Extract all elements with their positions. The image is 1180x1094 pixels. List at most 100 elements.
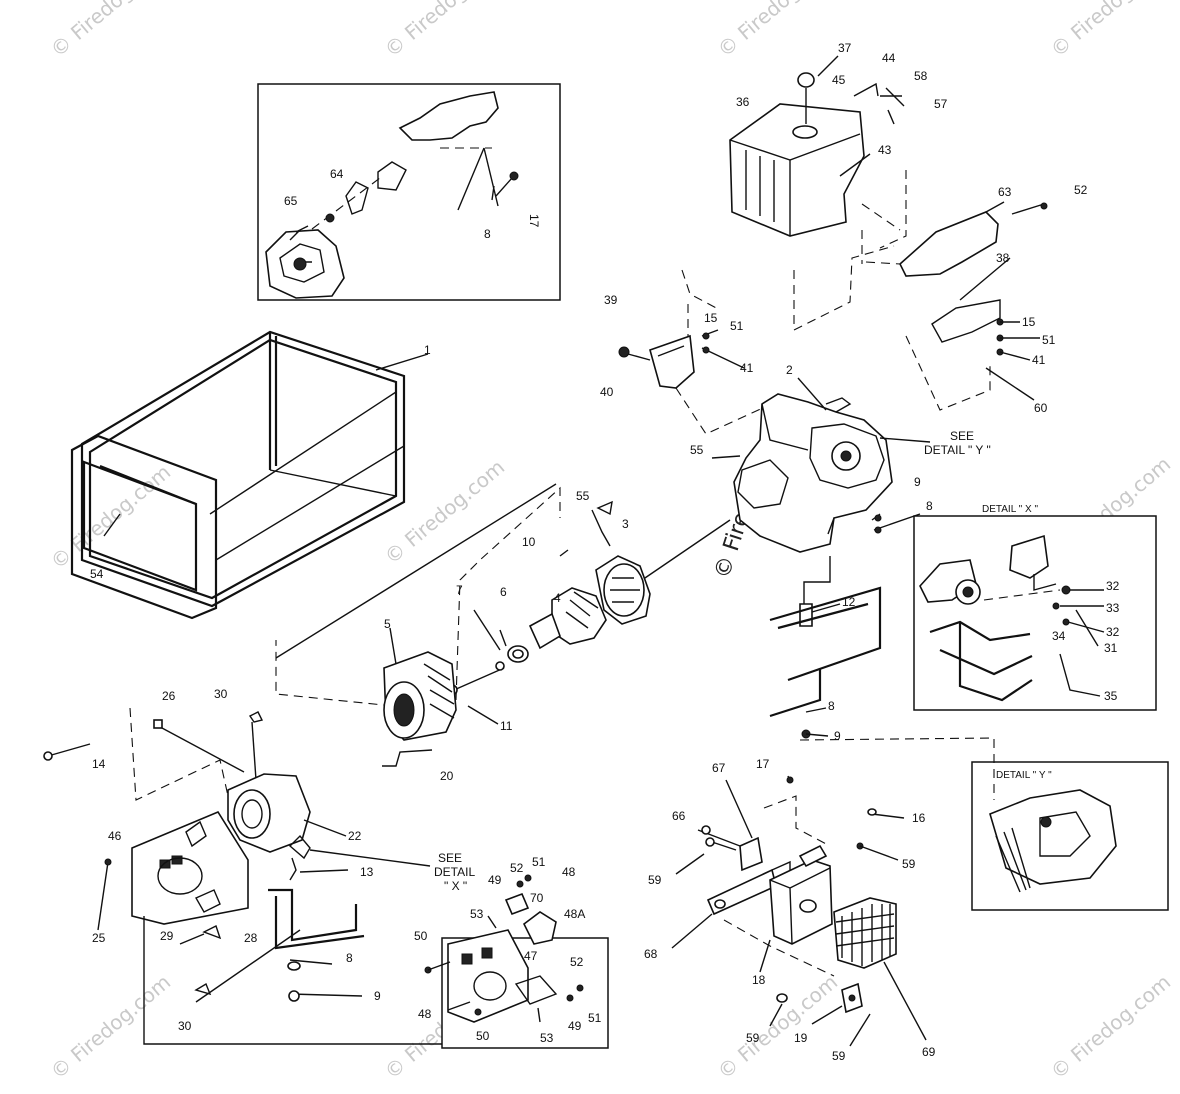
watermark: © Firedog.com — [1046, 0, 1175, 62]
callout-51: 51 — [532, 855, 546, 869]
inset-detail-y: DETAIL " Y " — [971, 761, 1169, 911]
callout-7: 7 — [456, 583, 463, 597]
callout-67: 67 — [712, 761, 726, 775]
callout-8: 8 — [484, 227, 491, 241]
callout-4: 4 — [554, 591, 561, 605]
inset-fuel-bracket: 64 65 8 17 — [257, 83, 561, 301]
callout-5: 5 — [384, 617, 391, 631]
callout-62: 52 — [1074, 183, 1088, 197]
callout-59: 59 — [746, 1031, 760, 1045]
callout-52: 52 — [570, 955, 584, 969]
watermark: © Firedog.com — [713, 970, 842, 1084]
callout-9: 9 — [914, 475, 921, 489]
callout-1: 1 — [424, 343, 431, 357]
callout-26: 26 — [162, 689, 176, 703]
callout-59: 59 — [832, 1049, 846, 1063]
callout-57: 57 — [934, 97, 948, 111]
callout-41: 41 — [1032, 353, 1046, 367]
callout-53: 53 — [470, 907, 484, 921]
callout-9: 9 — [374, 989, 381, 1003]
callout-30: 30 — [214, 687, 228, 701]
callout-69: 69 — [922, 1045, 936, 1059]
callout-25: 25 — [92, 931, 106, 945]
callout-19: 19 — [794, 1031, 808, 1045]
callout-31: 31 — [1104, 641, 1118, 655]
tank-bracket-right: 63 52 38 15 51 41 60 — [793, 183, 1088, 415]
callout-39: 39 — [604, 293, 618, 307]
callout-59: 59 — [648, 873, 662, 887]
callout-40: 40 — [600, 385, 614, 399]
callout-48: 48 — [418, 1007, 432, 1021]
callout-47: 47 — [524, 949, 538, 963]
watermark: © Firedog.com — [713, 0, 842, 62]
callout-48a: 48A — [564, 907, 585, 921]
frame-assembly: 1 54 — [70, 330, 431, 620]
callout-22: 22 — [348, 829, 362, 843]
inset-detail-x: DETAIL " X " 32 33 32 31 34 35 — [913, 504, 1157, 711]
callout-10: 10 — [522, 535, 536, 549]
callout-9: 9 — [834, 729, 841, 743]
callout-35: 35 — [1104, 689, 1118, 703]
watermark: © Firedog.com — [46, 0, 175, 62]
callout-32: 32 — [1106, 579, 1120, 593]
callout-51: 51 — [1042, 333, 1056, 347]
end-bell-panel: 14 26 30 22 SEE DETAIL " X " 13 8 9 — [43, 687, 600, 1045]
callout-34: 34 — [1052, 629, 1066, 643]
callout-6: 6 — [500, 585, 507, 599]
callout-52: 52 — [510, 861, 524, 875]
callout-49: 49 — [568, 1019, 582, 1033]
callout-14: 14 — [92, 757, 106, 771]
callout-44: 44 — [882, 51, 896, 65]
engine-mount: 12 8 9 — [769, 556, 882, 743]
watermark: © Firedog.com — [46, 460, 175, 574]
callout-63: 63 — [998, 185, 1012, 199]
detail-x-title: DETAIL " X " — [982, 504, 1038, 515]
see-detail-y-line1: SEE — [950, 429, 974, 443]
see-detail-x-line1: SEE — [438, 851, 462, 865]
callout-46: 46 — [108, 829, 122, 843]
callout-55: 55 — [576, 489, 590, 503]
callout-41: 41 — [740, 361, 754, 375]
callout-65: 65 — [284, 194, 298, 208]
watermark: © Firedog.com — [1046, 970, 1175, 1084]
callout-43: 43 — [878, 143, 892, 157]
callout-48: 48 — [562, 865, 576, 879]
callout-17: 17 — [756, 757, 770, 771]
rotor-stator: 5 20 — [382, 617, 457, 783]
callout-55: 55 — [690, 443, 704, 457]
callout-45: 45 — [832, 73, 846, 87]
alternator: 3 4 6 7 10 11 55 — [275, 483, 731, 733]
callout-11: 11 — [500, 719, 513, 733]
callout-37: 37 — [838, 41, 852, 55]
callout-8: 8 — [926, 499, 933, 513]
callout-15: 15 — [1022, 315, 1036, 329]
see-detail-x-line3: " X " — [444, 879, 467, 893]
callout-38: 38 — [996, 251, 1010, 265]
callout-16: 15 — [704, 311, 718, 325]
callout-16: 16 — [912, 811, 926, 825]
inset-control-panel: 50 50 48 47 53 49 51 52 49 52 51 70 48 4… — [414, 855, 609, 1049]
callout-8: 8 — [828, 699, 835, 713]
see-detail-y-line2: DETAIL " Y " — [924, 443, 991, 457]
watermark: © Firedog.com — [46, 970, 175, 1084]
callout-32: 32 — [1106, 625, 1120, 639]
callout-30: 30 — [178, 1019, 192, 1033]
callout-51: 51 — [588, 1011, 602, 1025]
callout-2: 2 — [786, 363, 793, 377]
callout-28: 28 — [244, 931, 258, 945]
callout-18: 18 — [752, 973, 766, 987]
detail-y-title: DETAIL " Y " — [996, 770, 1052, 781]
callout-29: 29 — [160, 929, 174, 943]
muffler-assembly: 66 67 17 16 59 59 68 18 69 — [644, 737, 995, 1063]
watermark: © Firedog.com — [380, 455, 509, 569]
callout-54: 54 — [90, 567, 104, 581]
callout-13: 13 — [360, 865, 374, 879]
callout-70: 70 — [530, 891, 544, 905]
callout-64: 64 — [330, 167, 344, 181]
see-detail-x-line2: DETAIL — [434, 865, 475, 879]
callout-20: 20 — [440, 769, 454, 783]
fuel-tank: 36 37 44 45 58 57 43 — [729, 41, 948, 249]
callout-8: 8 — [346, 951, 353, 965]
callout-53: 53 — [540, 1031, 554, 1045]
